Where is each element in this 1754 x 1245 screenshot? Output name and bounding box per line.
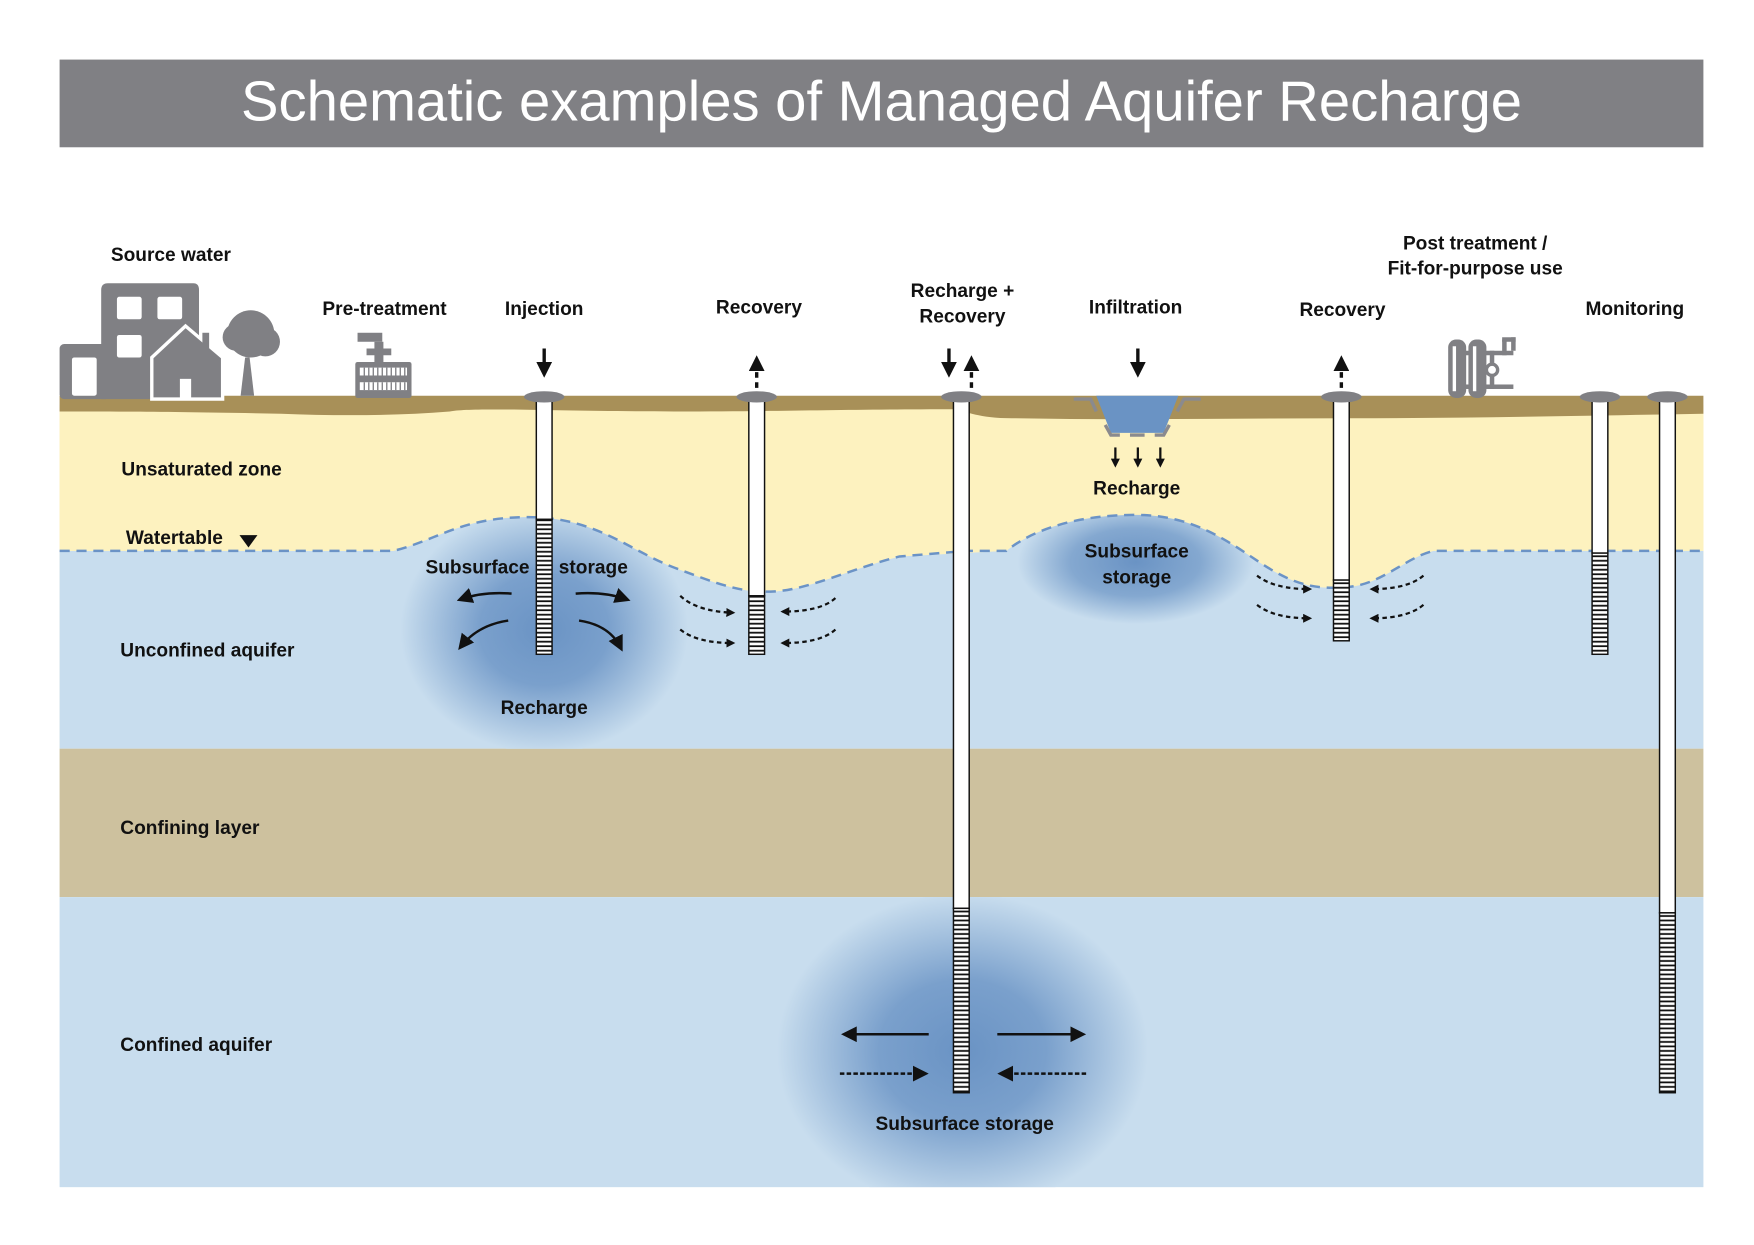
recovery-2-flow-arrows [1256, 574, 1425, 623]
label-post-treatment-1: Post treatment / [1403, 234, 1548, 255]
monitoring-well-shallow [1579, 391, 1621, 656]
injection-spread-arrows [456, 588, 631, 652]
label-recovery-1: Recovery [716, 298, 802, 319]
label-infiltration-subsurface: Subsurface [1085, 542, 1189, 563]
pre-treatment-plant-icon [355, 332, 412, 398]
wellhead [736, 391, 777, 403]
basin-water [1096, 395, 1179, 433]
wellhead [941, 391, 982, 403]
label-injection-recharge: Recharge [501, 698, 588, 719]
label-pre-treatment: Pre-treatment [322, 299, 447, 320]
surface-arrows [536, 348, 1350, 388]
label-monitoring: Monitoring [1585, 299, 1684, 320]
label-unconfined-aquifer: Unconfined aquifer [120, 641, 295, 662]
buildings-house-tree-icon [59, 283, 280, 401]
label-injection-subsurface: Subsurface [425, 557, 529, 578]
infiltration-recharge-arrows [1110, 447, 1165, 468]
wellhead [523, 391, 565, 403]
well-screen [535, 518, 553, 656]
label-confined-aquifer: Confined aquifer [120, 1035, 272, 1056]
recharge-recovery-well [941, 391, 982, 1094]
ground-surface [59, 395, 1704, 420]
label-infiltration-storage: storage [1102, 567, 1171, 588]
label-recharge-recovery-1: Recharge + [911, 281, 1015, 302]
label-watertable: Watertable [126, 528, 223, 549]
well-screen [1591, 552, 1609, 656]
well-screen [748, 595, 766, 656]
top-labels: Source water Pre-treatment Injection Rec… [111, 234, 1684, 328]
wells [523, 391, 1688, 1094]
post-treatment-tanks-tap-icon [1448, 337, 1516, 398]
well-screen [1332, 579, 1350, 642]
label-recovery-2: Recovery [1299, 300, 1385, 321]
unsaturated-overlay [59, 406, 1704, 592]
monitoring-well-deep [1647, 391, 1688, 1094]
label-injection-storage: storage [559, 557, 628, 578]
title-background [59, 59, 1704, 148]
confining-layer [59, 748, 1704, 898]
label-infiltration: Infiltration [1089, 298, 1182, 319]
infiltration-basin [1073, 395, 1201, 437]
label-post-treatment-2: Fit-for-purpose use [1388, 258, 1563, 279]
label-infiltration-recharge: Recharge [1093, 479, 1180, 500]
watertable-triangle-icon [239, 535, 258, 548]
diagram-title: Schematic examples of Managed Aquifer Re… [241, 69, 1522, 132]
label-recharge-recovery-2: Recovery [919, 307, 1005, 328]
label-unsaturated-zone: Unsaturated zone [121, 460, 281, 481]
wellhead [1321, 391, 1362, 403]
recovery-well-1 [736, 391, 777, 656]
well-screen [952, 907, 970, 1094]
label-confined-subsurface-storage: Subsurface storage [875, 1114, 1053, 1135]
layer-labels: Unsaturated zone Watertable Unconfined a… [120, 460, 295, 1057]
wellhead [1579, 391, 1621, 403]
confined-flow-arrows [839, 1026, 1087, 1082]
infiltration-storage-plume [1017, 500, 1254, 624]
annotations: Subsurface storage Recharge Recharge Sub… [425, 479, 1188, 1135]
label-confining-layer: Confining layer [120, 818, 260, 839]
recovery-1-flow-arrows [679, 594, 837, 648]
label-source-water: Source water [111, 245, 232, 266]
recovery-well-2 [1321, 391, 1362, 642]
injection-well [523, 391, 565, 656]
label-injection: Injection [505, 299, 584, 320]
wellhead [1647, 391, 1688, 403]
title-bar: Schematic examples of Managed Aquifer Re… [59, 59, 1704, 148]
well-screen [1658, 912, 1677, 1094]
